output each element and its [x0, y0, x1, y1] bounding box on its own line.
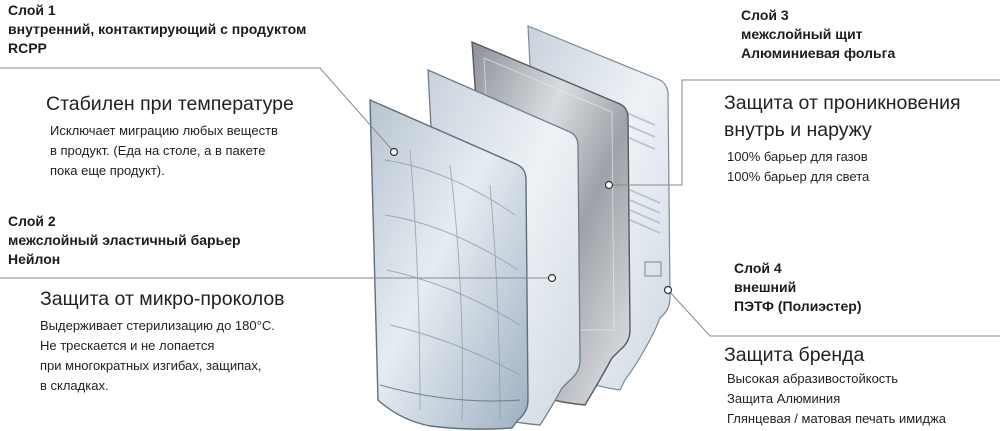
layer-2-title-line: межслойный эластичный барьер — [8, 232, 241, 248]
layer-2-desc-line: при многократных изгибах, защипах, — [40, 358, 262, 373]
layer-2-desc-line: Не трескается и не лопается — [40, 338, 215, 353]
layer-1-title-line: Слой 1 — [8, 2, 56, 18]
marker-layer-4 — [663, 285, 673, 295]
layer-4-desc-line: Глянцевая / матовая печать имиджа — [727, 411, 946, 426]
layer-1-title-line: внутренний, контактирующий с продуктом — [8, 21, 307, 37]
marker-layer-2 — [547, 273, 557, 283]
leader-layer-3 — [612, 79, 1000, 186]
layer-3-description: 100% барьер для газов 100% барьер для св… — [727, 147, 869, 187]
layer-3-title: Слой 3 межслойный щит Алюминиевая фольга — [741, 6, 895, 63]
marker-layer-1 — [389, 147, 399, 157]
layer-1-desc-line: в продукт. (Еда на столе, а в пакете — [50, 143, 266, 158]
layer-3-desc-line: 100% барьер для света — [727, 169, 870, 184]
layer-1-description: Исключает миграцию любых веществ в проду… — [50, 121, 278, 181]
layer-3-heading-line: Защита от проникновения — [724, 92, 961, 114]
layer-3-desc-line: 100% барьер для газов — [727, 149, 868, 164]
layer-3-title-line: межслойный щит — [741, 26, 863, 42]
layer-1-heading: Стабилен при температуре — [46, 93, 294, 115]
layer-2-desc-line: Выдерживает стерилизацию до 180°C. — [40, 318, 275, 333]
layer-3-title-line: Алюминиевая фольга — [741, 45, 896, 61]
layer-2-title-line: Нейлон — [8, 251, 61, 267]
layer-2-title: Слой 2 межслойный эластичный барьер Нейл… — [8, 212, 241, 269]
layer-4-title: Слой 4 внешний ПЭТФ (Полиэстер) — [734, 259, 862, 316]
pouch-layer-1-rcpp — [369, 98, 529, 430]
layer-4-description: Высокая абразивостойкость Защита Алюмини… — [727, 369, 946, 429]
layer-4-title-line: Слой 4 — [734, 260, 782, 276]
leader-layer-1 — [0, 67, 395, 153]
layer-4-desc-line: Защита Алюминия — [727, 391, 841, 406]
layer-4-desc-line: Высокая абразивостойкость — [727, 371, 899, 386]
layer-4-title-line: внешний — [734, 279, 797, 295]
layer-3-heading-line: внутрь и наружу — [724, 119, 872, 141]
layer-2-desc-line: в складках. — [40, 378, 109, 393]
layer-3-title-line: Слой 3 — [741, 7, 789, 23]
layer-3-heading: Защита от проникновения внутрь и наружу — [724, 90, 961, 144]
marker-layer-3 — [604, 180, 614, 190]
layer-2-description: Выдерживает стерилизацию до 180°C. Не тр… — [40, 316, 275, 396]
leader-layer-4 — [667, 289, 1000, 337]
layer-1-desc-line: пока еще продукт). — [50, 163, 165, 178]
layer-4-heading: Защита бренда — [724, 344, 865, 366]
layer-1-title-line: RCPP — [8, 40, 47, 56]
layer-2-heading: Защита от микро-проколов — [40, 288, 285, 310]
layer-1-desc-line: Исключает миграцию любых веществ — [50, 123, 278, 138]
leader-lines — [0, 67, 1000, 337]
layer-1-title: Слой 1 внутренний, контактирующий с прод… — [8, 1, 306, 58]
layer-4-title-line: ПЭТФ (Полиэстер) — [734, 298, 862, 314]
leader-markers — [389, 147, 673, 295]
layer-2-title-line: Слой 2 — [8, 213, 56, 229]
